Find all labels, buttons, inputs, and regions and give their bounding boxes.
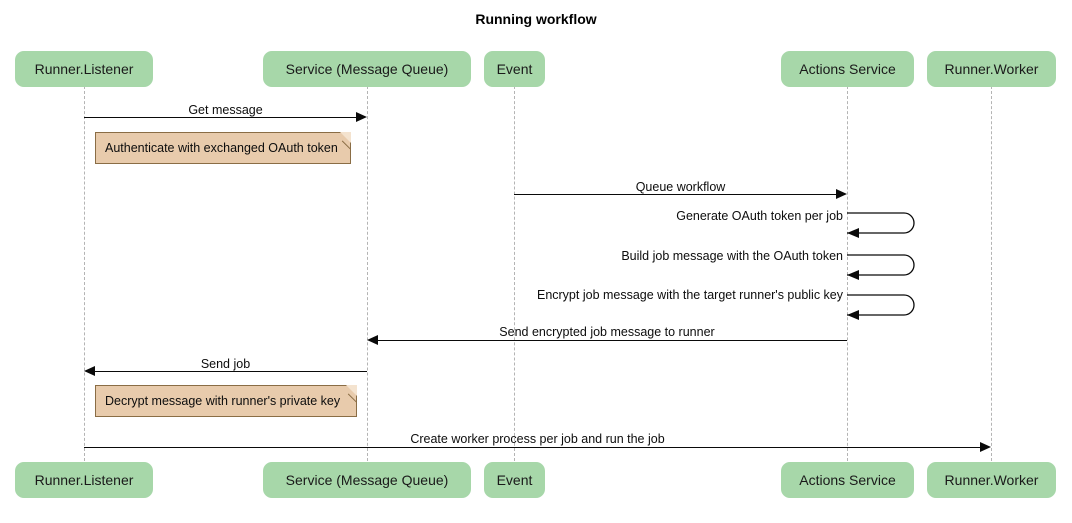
diagram-title: Running workflow — [475, 11, 597, 27]
arrowhead-queue-workflow — [836, 189, 847, 199]
participant-actions-service-top[interactable]: Actions Service — [781, 51, 914, 87]
participant-runner-worker-top[interactable]: Runner.Worker — [927, 51, 1056, 87]
participant-service-message-queue-bottom[interactable]: Service (Message Queue) — [263, 462, 471, 498]
participant-event-bottom[interactable]: Event — [484, 462, 545, 498]
participant-runner-listener-top[interactable]: Runner.Listener — [15, 51, 153, 87]
self-loop-generate-oauth-token-per-job — [847, 212, 927, 239]
self-loop-encrypt-job-message-with-the-target-runners-public-key — [847, 294, 927, 321]
message-label-build-job-message-with-the-oauth-token: Build job message with the OAuth token — [621, 249, 843, 263]
message-line-send-job — [95, 371, 367, 372]
message-label-generate-oauth-token-per-job: Generate OAuth token per job — [676, 209, 843, 223]
note-decrypt-label: Decrypt message with runner's private ke… — [105, 394, 341, 408]
message-line-get-message — [84, 117, 357, 118]
self-loop-build-job-message-with-the-oauth-token — [847, 254, 927, 281]
note-fold-icon-2 — [346, 385, 357, 396]
participant-runner-worker-bottom[interactable]: Runner.Worker — [927, 462, 1056, 498]
arrowhead-send-encrypted-job-message-to-runner — [367, 335, 378, 345]
note-decrypt: Decrypt message with runner's private ke… — [95, 385, 366, 417]
message-line-send-encrypted-job-message-to-runner — [378, 340, 847, 341]
message-label-send-encrypted-job-message-to-runner: Send encrypted job message to runner — [499, 325, 715, 339]
arrowhead-get-message — [356, 112, 367, 122]
note-fold-icon — [340, 132, 351, 143]
participant-runner-listener-bottom[interactable]: Runner.Listener — [15, 462, 153, 498]
lifeline-runner-worker — [991, 86, 992, 461]
message-line-queue-workflow — [514, 194, 837, 195]
lifeline-actions-service — [847, 86, 848, 461]
arrowhead-create-worker-process-per-job-and-run-the-job — [980, 442, 991, 452]
participant-service-message-queue-top[interactable]: Service (Message Queue) — [263, 51, 471, 87]
lifeline-event — [514, 86, 515, 461]
lifeline-service-message-queue — [367, 86, 368, 461]
arrowhead-send-job — [84, 366, 95, 376]
message-label-queue-workflow: Queue workflow — [635, 180, 726, 194]
message-line-create-worker-process-per-job-and-run-the-job — [84, 447, 981, 448]
note-authenticate: Authenticate with exchanged OAuth token — [95, 132, 360, 164]
participant-event-top[interactable]: Event — [484, 51, 545, 87]
message-label-create-worker-process-per-job-and-run-the-job: Create worker process per job and run th… — [410, 432, 665, 446]
message-label-encrypt-job-message-with-the-target-runners-public-key: Encrypt job message with the target runn… — [536, 288, 843, 302]
lifeline-runner-listener — [84, 86, 85, 461]
note-authenticate-label: Authenticate with exchanged OAuth token — [105, 141, 338, 155]
participant-actions-service-bottom[interactable]: Actions Service — [781, 462, 914, 498]
message-label-get-message: Get message — [188, 103, 263, 117]
message-label-send-job: Send job — [200, 357, 251, 371]
